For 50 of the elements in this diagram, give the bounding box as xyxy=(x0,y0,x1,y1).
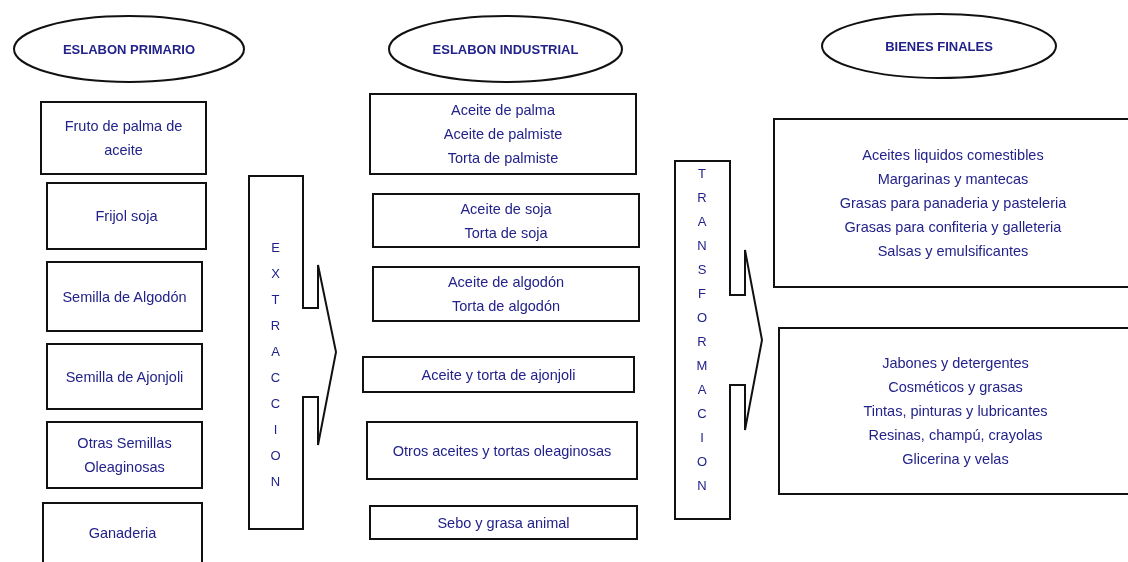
product-box xyxy=(372,193,640,248)
product-box xyxy=(369,93,637,175)
product-text: Ganaderia xyxy=(88,524,157,543)
product-text: Semilla de Algodón xyxy=(62,287,187,307)
product-box xyxy=(778,327,1128,495)
product-text: Tintas, pinturas y lubricantes xyxy=(863,402,1048,421)
block-arrow xyxy=(674,160,764,520)
product-text: Aceite de algodón xyxy=(447,273,565,292)
product-text: Margarinas y mantecas xyxy=(877,170,1029,189)
product-text: Cosméticos y grasas xyxy=(888,378,1023,397)
product-text: Otras Semillas Oleaginosas xyxy=(76,434,173,477)
product-box xyxy=(372,266,640,322)
product-box xyxy=(362,356,635,393)
product-box xyxy=(46,343,203,410)
product-text: Semilla de Ajonjoli xyxy=(65,367,184,387)
stage-title: BIENES FINALES xyxy=(885,37,993,56)
product-box xyxy=(42,502,203,562)
product-box xyxy=(46,261,203,332)
product-box xyxy=(369,505,638,540)
product-text: Aceite de palma xyxy=(451,101,555,120)
stage-oval xyxy=(820,12,1058,80)
product-text: Sebo y grasa animal xyxy=(437,513,570,533)
stage-title: ESLABON PRIMARIO xyxy=(62,40,196,59)
product-text: Torta de palmiste xyxy=(447,149,559,168)
product-text: Grasas para confiteria y galleteria xyxy=(844,218,1062,237)
product-text: Resinas, champú, crayolas xyxy=(868,426,1043,445)
product-text: Jabones y detergentes xyxy=(882,354,1029,373)
product-box xyxy=(366,421,638,480)
product-text: Salsas y emulsificantes xyxy=(877,242,1029,261)
product-text: Torta de algodón xyxy=(452,297,560,316)
block-arrow xyxy=(248,175,338,530)
product-text: Glicerina y velas xyxy=(902,450,1009,469)
product-text: Aceites liquidos comestibles xyxy=(862,146,1044,165)
product-text: Aceite de soja xyxy=(460,199,552,219)
process-label: TRANSFORMACION xyxy=(696,165,708,495)
product-text: Otros aceites y tortas oleaginosas xyxy=(392,441,612,461)
product-box xyxy=(773,118,1128,288)
process-label: EXTRACCION xyxy=(269,239,282,491)
product-text: Grasas para panaderia y pasteleria xyxy=(839,194,1067,213)
product-text: Aceite y torta de ajonjoli xyxy=(421,365,576,385)
stage-oval xyxy=(387,14,624,84)
product-text: Fruto de palma de aceite xyxy=(63,117,184,160)
product-text: Aceite de palmiste xyxy=(443,125,563,144)
product-box xyxy=(46,182,207,250)
product-box xyxy=(40,101,207,175)
product-box xyxy=(46,421,203,489)
stage-oval xyxy=(12,14,246,84)
product-text: Torta de soja xyxy=(464,223,548,243)
product-text: Frijol soja xyxy=(95,207,158,226)
stage-title: ESLABON INDUSTRIAL xyxy=(432,40,579,59)
